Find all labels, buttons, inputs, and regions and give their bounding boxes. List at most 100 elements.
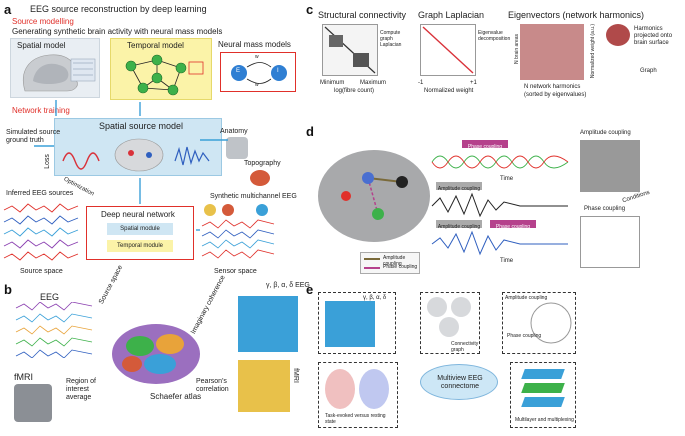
structural-label: Structural connectivity	[318, 10, 407, 20]
pearson-label: Pearson's correlation	[196, 378, 229, 393]
spatial-model-box: Spatial model	[10, 38, 100, 98]
bands-box: γ, β, α, δ	[318, 292, 396, 354]
panel-a-arrows	[34, 100, 228, 231]
legend-amp: Amplitude coupling	[383, 255, 406, 267]
w-ie: w	[255, 82, 259, 88]
neural-mass-box: E I w w	[220, 52, 296, 92]
amp-grid	[580, 140, 640, 192]
temporal-module: Temporal module	[107, 240, 173, 252]
phase-coupling-1: Phase coupling	[467, 144, 503, 150]
eeg-label: EEG	[40, 292, 60, 302]
source-space-traces	[3, 203, 79, 261]
chord-diagram	[530, 302, 572, 344]
tick-pos: +1	[470, 80, 477, 86]
legend-box: Amplitude coupling Phase coupling	[360, 252, 420, 274]
source-modelling-label: Source modelling	[12, 17, 74, 26]
tick-neg: -1	[418, 80, 424, 86]
amplitude-coupling-2: Amplitude coupling	[437, 224, 481, 230]
deep-nn-box: Deep neural network Spatial module Tempo…	[86, 206, 194, 260]
min-label: Minimum	[320, 80, 345, 86]
graph-laplacian-label: Graph Laplacian	[418, 10, 485, 20]
task-evoked: Task-evoked versus resting state	[325, 413, 386, 425]
brain-head-icon	[23, 54, 96, 92]
neural-mass-graph	[125, 54, 204, 96]
network-training-label: Network training	[12, 106, 70, 115]
panel-d-letter: d	[306, 124, 314, 139]
legend-phase: Phase coupling	[383, 264, 418, 270]
connectivity-circles	[427, 297, 471, 337]
roi-average: Region of interest average	[66, 378, 96, 401]
fmri-matrix	[238, 360, 290, 412]
eigen-matrix	[520, 24, 584, 80]
spatial-model-label: Spatial model	[17, 41, 66, 50]
spatial-module: Spatial module	[107, 223, 173, 235]
temporal-model-box: Temporal model	[110, 38, 212, 100]
node-i: I	[277, 68, 279, 74]
source-traces	[62, 138, 210, 172]
w-ei: w	[255, 54, 259, 60]
amp-bar-1: Amplitude coupling	[436, 182, 482, 192]
wave-2	[431, 192, 568, 218]
topography-image	[250, 170, 270, 186]
multilayer-box: Multilayer and multiplexing	[510, 362, 576, 428]
connectivity-graph: Connectivity graph	[451, 341, 479, 353]
deep-nn-label: Deep neural network	[101, 210, 175, 219]
spatial-source-model-box: Spatial source model	[54, 118, 222, 176]
phase-coupling-2: Phase coupling	[495, 224, 531, 230]
anatomy-image	[226, 137, 248, 159]
grid-phase-label: Phase coupling	[584, 206, 626, 212]
topography-label: Topography	[244, 160, 281, 167]
fmri-label: fMRI	[14, 372, 33, 382]
wave-1	[431, 155, 569, 169]
schaefer-label: Schaefer atlas	[150, 392, 202, 401]
harmonics-projected: Harmonics projected onto brain surface	[634, 26, 673, 46]
time-1: Time	[500, 176, 514, 182]
amplitude-coupling-1: Amplitude coupling	[437, 186, 481, 192]
imag-coherence: Imaginary coherence	[190, 274, 227, 336]
temporal-model-label: Temporal model	[127, 41, 184, 50]
brain-network	[318, 150, 430, 242]
amp-bar-2: Amplitude coupling	[436, 220, 482, 230]
schaefer-brain	[112, 324, 200, 384]
multiview-ellipse: Multiview EEG connectome	[420, 364, 498, 400]
phase-bar-1: Phase coupling	[462, 140, 508, 150]
panel-c-letter: c	[306, 2, 314, 17]
anatomy-label: Anatomy	[220, 128, 248, 135]
amp-coupling-e: Amplitude coupling	[505, 295, 548, 301]
graph-label: Graph	[640, 68, 657, 74]
generating-label: Generating synthetic brain activity with…	[12, 27, 223, 36]
wave-3	[431, 230, 568, 256]
compute-label: Compute graph Laplacian	[380, 30, 402, 48]
fmri-matrix-label: fMRI	[291, 368, 299, 383]
sorted-label: (sorted by eigenvalues)	[524, 92, 587, 98]
n-brain-areas: N brain areas	[514, 33, 521, 65]
eeg-matrix	[238, 296, 298, 352]
max-label: Maximum	[360, 80, 387, 86]
coupling-box: Amplitude coupling Phase coupling	[502, 292, 576, 354]
ground-truth-label: ground truth	[6, 137, 44, 144]
neural-mass-models-label: Neural mass models	[218, 40, 291, 49]
phase-grid	[580, 216, 640, 268]
panel-e-letter: e	[306, 282, 314, 297]
ei-circuit	[231, 62, 287, 84]
eigenvectors-label: Eigenvectors (network harmonics)	[508, 10, 645, 20]
spatial-source-model-label: Spatial source model	[99, 121, 184, 131]
norm-weight-label: Normalized weight	[424, 88, 474, 94]
log-fibre-label: log(fibre count)	[334, 88, 375, 94]
bands-e: γ, β, α, δ	[363, 295, 387, 301]
fmri-stack	[14, 384, 52, 422]
grid-amp-label: Amplitude coupling	[580, 130, 631, 136]
panel-a-title: EEG source reconstruction by deep learni…	[30, 4, 207, 14]
node-e: E	[236, 68, 241, 74]
multilayer-label: Multilayer and multiplexing	[515, 417, 574, 423]
harmonic-brain	[606, 24, 630, 46]
connectivity-box: Connectivity graph	[420, 292, 480, 354]
source-space-label: Source space	[20, 268, 63, 275]
structural-matrix	[322, 24, 378, 76]
task-box: Task-evoked versus resting state	[318, 362, 398, 428]
laplacian-matrix	[420, 24, 476, 76]
sensor-space-traces	[201, 204, 275, 259]
phase-bar-2: Phase coupling	[490, 220, 536, 230]
bands-label: γ, β, α, δ EEG	[266, 282, 310, 289]
sensor-space-label: Sensor space	[214, 268, 257, 275]
